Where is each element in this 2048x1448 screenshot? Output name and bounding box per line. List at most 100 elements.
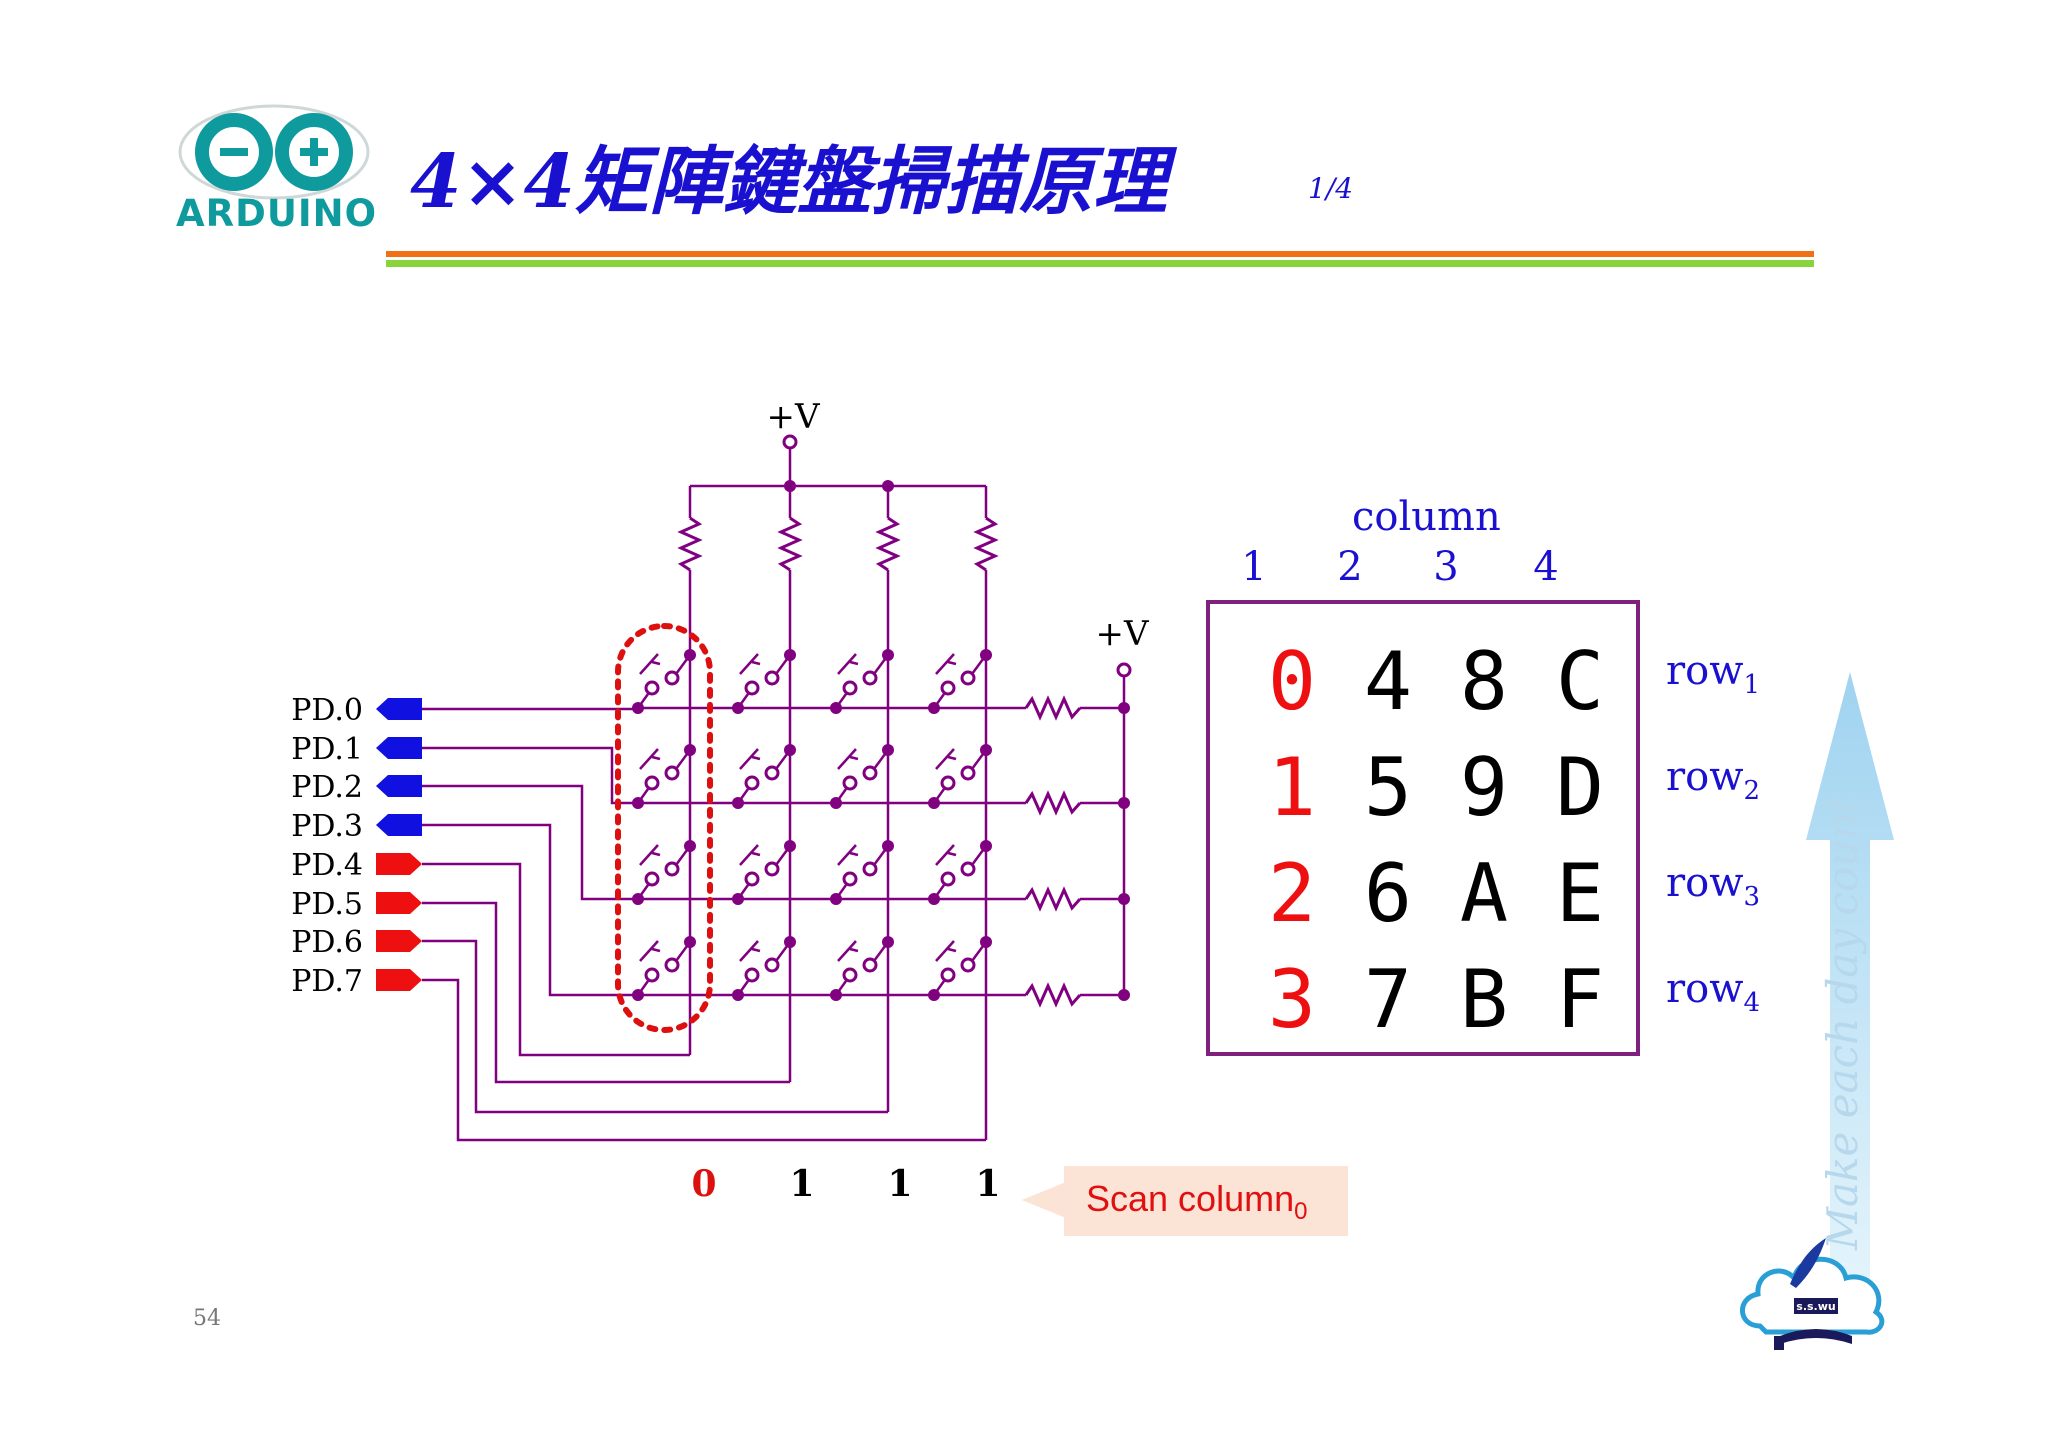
- supply-label-right: +V: [1095, 614, 1149, 654]
- switch-lead: [970, 749, 988, 770]
- pin-label: PD.3: [291, 809, 363, 844]
- switch-lead: [872, 845, 890, 866]
- row-label: row3: [1666, 860, 1760, 912]
- terminal-icon: [960, 670, 976, 686]
- scan-bit: 1: [975, 1163, 1000, 1205]
- input-pin-icon: [376, 737, 422, 759]
- switch-actuator: [947, 755, 957, 761]
- slide-number: 54: [193, 1306, 221, 1331]
- scan-callout-text: Scan column0: [1086, 1178, 1308, 1226]
- switch-lead: [834, 884, 848, 900]
- switch-lead: [674, 845, 692, 866]
- arduino-logo: ARDUINO: [176, 104, 376, 242]
- keypad-key: 9: [1459, 741, 1509, 834]
- terminal-icon: [664, 670, 680, 686]
- keypad-key: 7: [1363, 953, 1413, 1046]
- keypad-key: F: [1555, 953, 1605, 1046]
- switch-actuator: [947, 851, 957, 857]
- junction-dot: [1118, 797, 1130, 809]
- input-pin-icon: [376, 775, 422, 797]
- resistor-icon: [973, 516, 999, 572]
- keypad-key: C: [1555, 635, 1605, 728]
- cloud-book-icon: s.s.wu: [1740, 1238, 1885, 1350]
- switch-actuator: [837, 748, 857, 770]
- switch-lead: [736, 980, 750, 996]
- switch-lead: [932, 788, 946, 804]
- row-label: row1: [1666, 648, 1760, 700]
- scan-bit: 1: [789, 1163, 814, 1205]
- keypad-key: 1: [1267, 741, 1317, 834]
- junction-dot: [1118, 702, 1130, 714]
- junction-dot: [1118, 893, 1130, 905]
- switch-lead: [636, 788, 650, 804]
- brand-text: s.s.wu: [1796, 1300, 1835, 1313]
- keypad-key: A: [1459, 847, 1509, 940]
- resistor-icon: [1024, 790, 1082, 816]
- switch-actuator: [639, 940, 659, 962]
- column-return-wire: [422, 862, 690, 1057]
- switch-actuator: [739, 748, 759, 770]
- switch-lead: [774, 845, 792, 866]
- switch-lead: [872, 941, 890, 962]
- row-wire: [422, 823, 638, 997]
- column-return-wire: [422, 978, 986, 1142]
- switch-actuator: [947, 947, 957, 953]
- resistor-icon: [1024, 886, 1082, 912]
- switch-actuator: [739, 844, 759, 866]
- terminal-icon: [960, 765, 976, 781]
- switch-lead: [834, 788, 848, 804]
- switch-lead: [636, 884, 650, 900]
- scan-column-highlight: [615, 623, 713, 1033]
- resistor-icon: [1024, 695, 1082, 721]
- terminal-icon: [644, 967, 660, 983]
- page-fraction: 1/4: [1308, 172, 1354, 205]
- switch-actuator: [935, 940, 955, 962]
- switch-actuator: [751, 660, 761, 666]
- switch-actuator: [849, 660, 859, 666]
- header-rule-green: [386, 260, 1814, 267]
- switch-lead: [674, 749, 692, 770]
- switch-lead: [774, 654, 792, 675]
- switch-lead: [736, 788, 750, 804]
- terminal-icon: [764, 957, 780, 973]
- switch-lead: [636, 980, 650, 996]
- supply-label-top: +V: [766, 397, 820, 437]
- terminal-icon: [782, 434, 798, 450]
- keypad-key: 3: [1267, 953, 1317, 1046]
- column-number: 2: [1337, 544, 1363, 590]
- row-label: row4: [1666, 966, 1760, 1018]
- input-pin-icon: [376, 698, 422, 720]
- watermark-text: Make each day count: [1818, 795, 1867, 1250]
- terminal-icon: [842, 967, 858, 983]
- terminal-icon: [940, 680, 956, 696]
- keypad-key: 5: [1363, 741, 1413, 834]
- terminal-icon: [862, 765, 878, 781]
- switch-actuator: [639, 653, 659, 675]
- terminal-icon: [842, 680, 858, 696]
- terminal-icon: [664, 861, 680, 877]
- switch-lead: [872, 654, 890, 675]
- switch-lead: [834, 693, 848, 709]
- callout-pointer-icon: [1022, 1182, 1066, 1218]
- pin-label: PD.0: [291, 693, 363, 728]
- switch-lead: [674, 654, 692, 675]
- row-label: row2: [1666, 754, 1760, 806]
- column-return-wire: [422, 901, 790, 1084]
- terminal-icon: [1116, 662, 1132, 678]
- resistor-icon: [1024, 982, 1082, 1008]
- switch-actuator: [947, 660, 957, 666]
- input-pin-icon: [376, 814, 422, 836]
- switch-actuator: [651, 660, 661, 666]
- pin-label: PD.4: [291, 848, 363, 883]
- switch-lead: [932, 693, 946, 709]
- terminal-icon: [960, 957, 976, 973]
- switch-actuator: [651, 755, 661, 761]
- terminal-icon: [842, 775, 858, 791]
- switch-actuator: [651, 851, 661, 857]
- terminal-icon: [842, 871, 858, 887]
- keypad-key: 6: [1363, 847, 1413, 940]
- terminal-icon: [664, 765, 680, 781]
